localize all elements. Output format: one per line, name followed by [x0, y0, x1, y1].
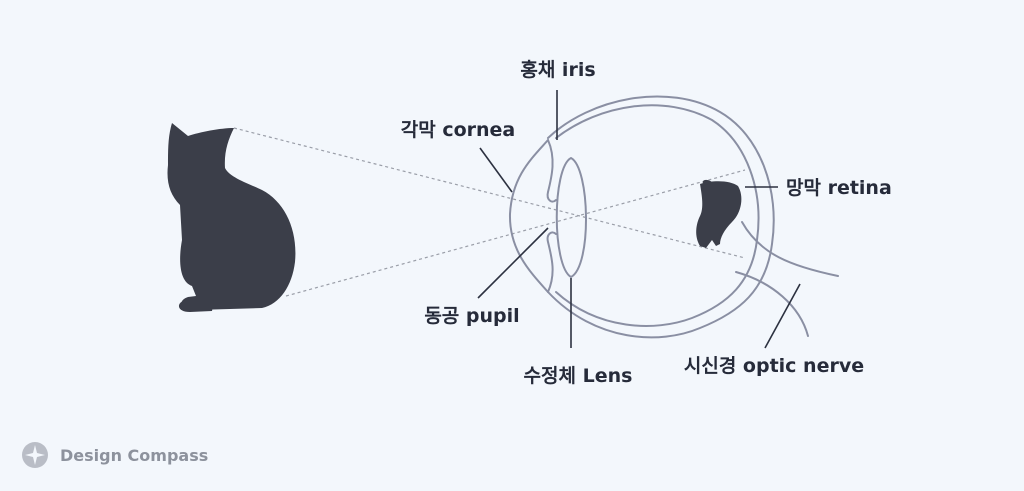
leader-cornea: [479, 147, 513, 193]
leader-pupil: [477, 227, 549, 299]
leader-optic-nerve: [764, 283, 801, 349]
optic-nerve-upper: [741, 221, 839, 277]
sclera-outer: [547, 95, 775, 339]
retina-image: [696, 179, 742, 248]
labels: 홍채 iris 각막 cornea 망막 retina 동공 pupil 수정체…: [401, 58, 892, 387]
label-iris: 홍채 iris: [520, 58, 595, 81]
light-ray-bottom: [285, 169, 746, 297]
brand-name: Design Compass: [60, 446, 208, 465]
label-cornea: 각막 cornea: [401, 119, 516, 141]
sclera-inner: [555, 104, 760, 327]
optic-nerve-lower: [735, 271, 809, 337]
iris-upper: [546, 139, 557, 203]
lens-shape: [555, 157, 587, 278]
brand-logo: Design Compass: [22, 442, 208, 468]
label-pupil: 동공 pupil: [424, 305, 519, 327]
label-retina: 망막 retina: [786, 177, 892, 199]
eye-outline: [508, 95, 839, 339]
leader-lines: [477, 90, 801, 349]
cat-silhouette: [167, 123, 296, 312]
light-ray-top: [233, 127, 746, 259]
iris-lower: [546, 231, 557, 293]
label-optic-nerve: 시신경 optic nerve: [684, 355, 864, 377]
cornea-curve: [508, 139, 549, 293]
label-lens: 수정체 Lens: [524, 365, 633, 387]
compass-star-shape: [25, 445, 45, 465]
light-rays: [233, 127, 746, 297]
